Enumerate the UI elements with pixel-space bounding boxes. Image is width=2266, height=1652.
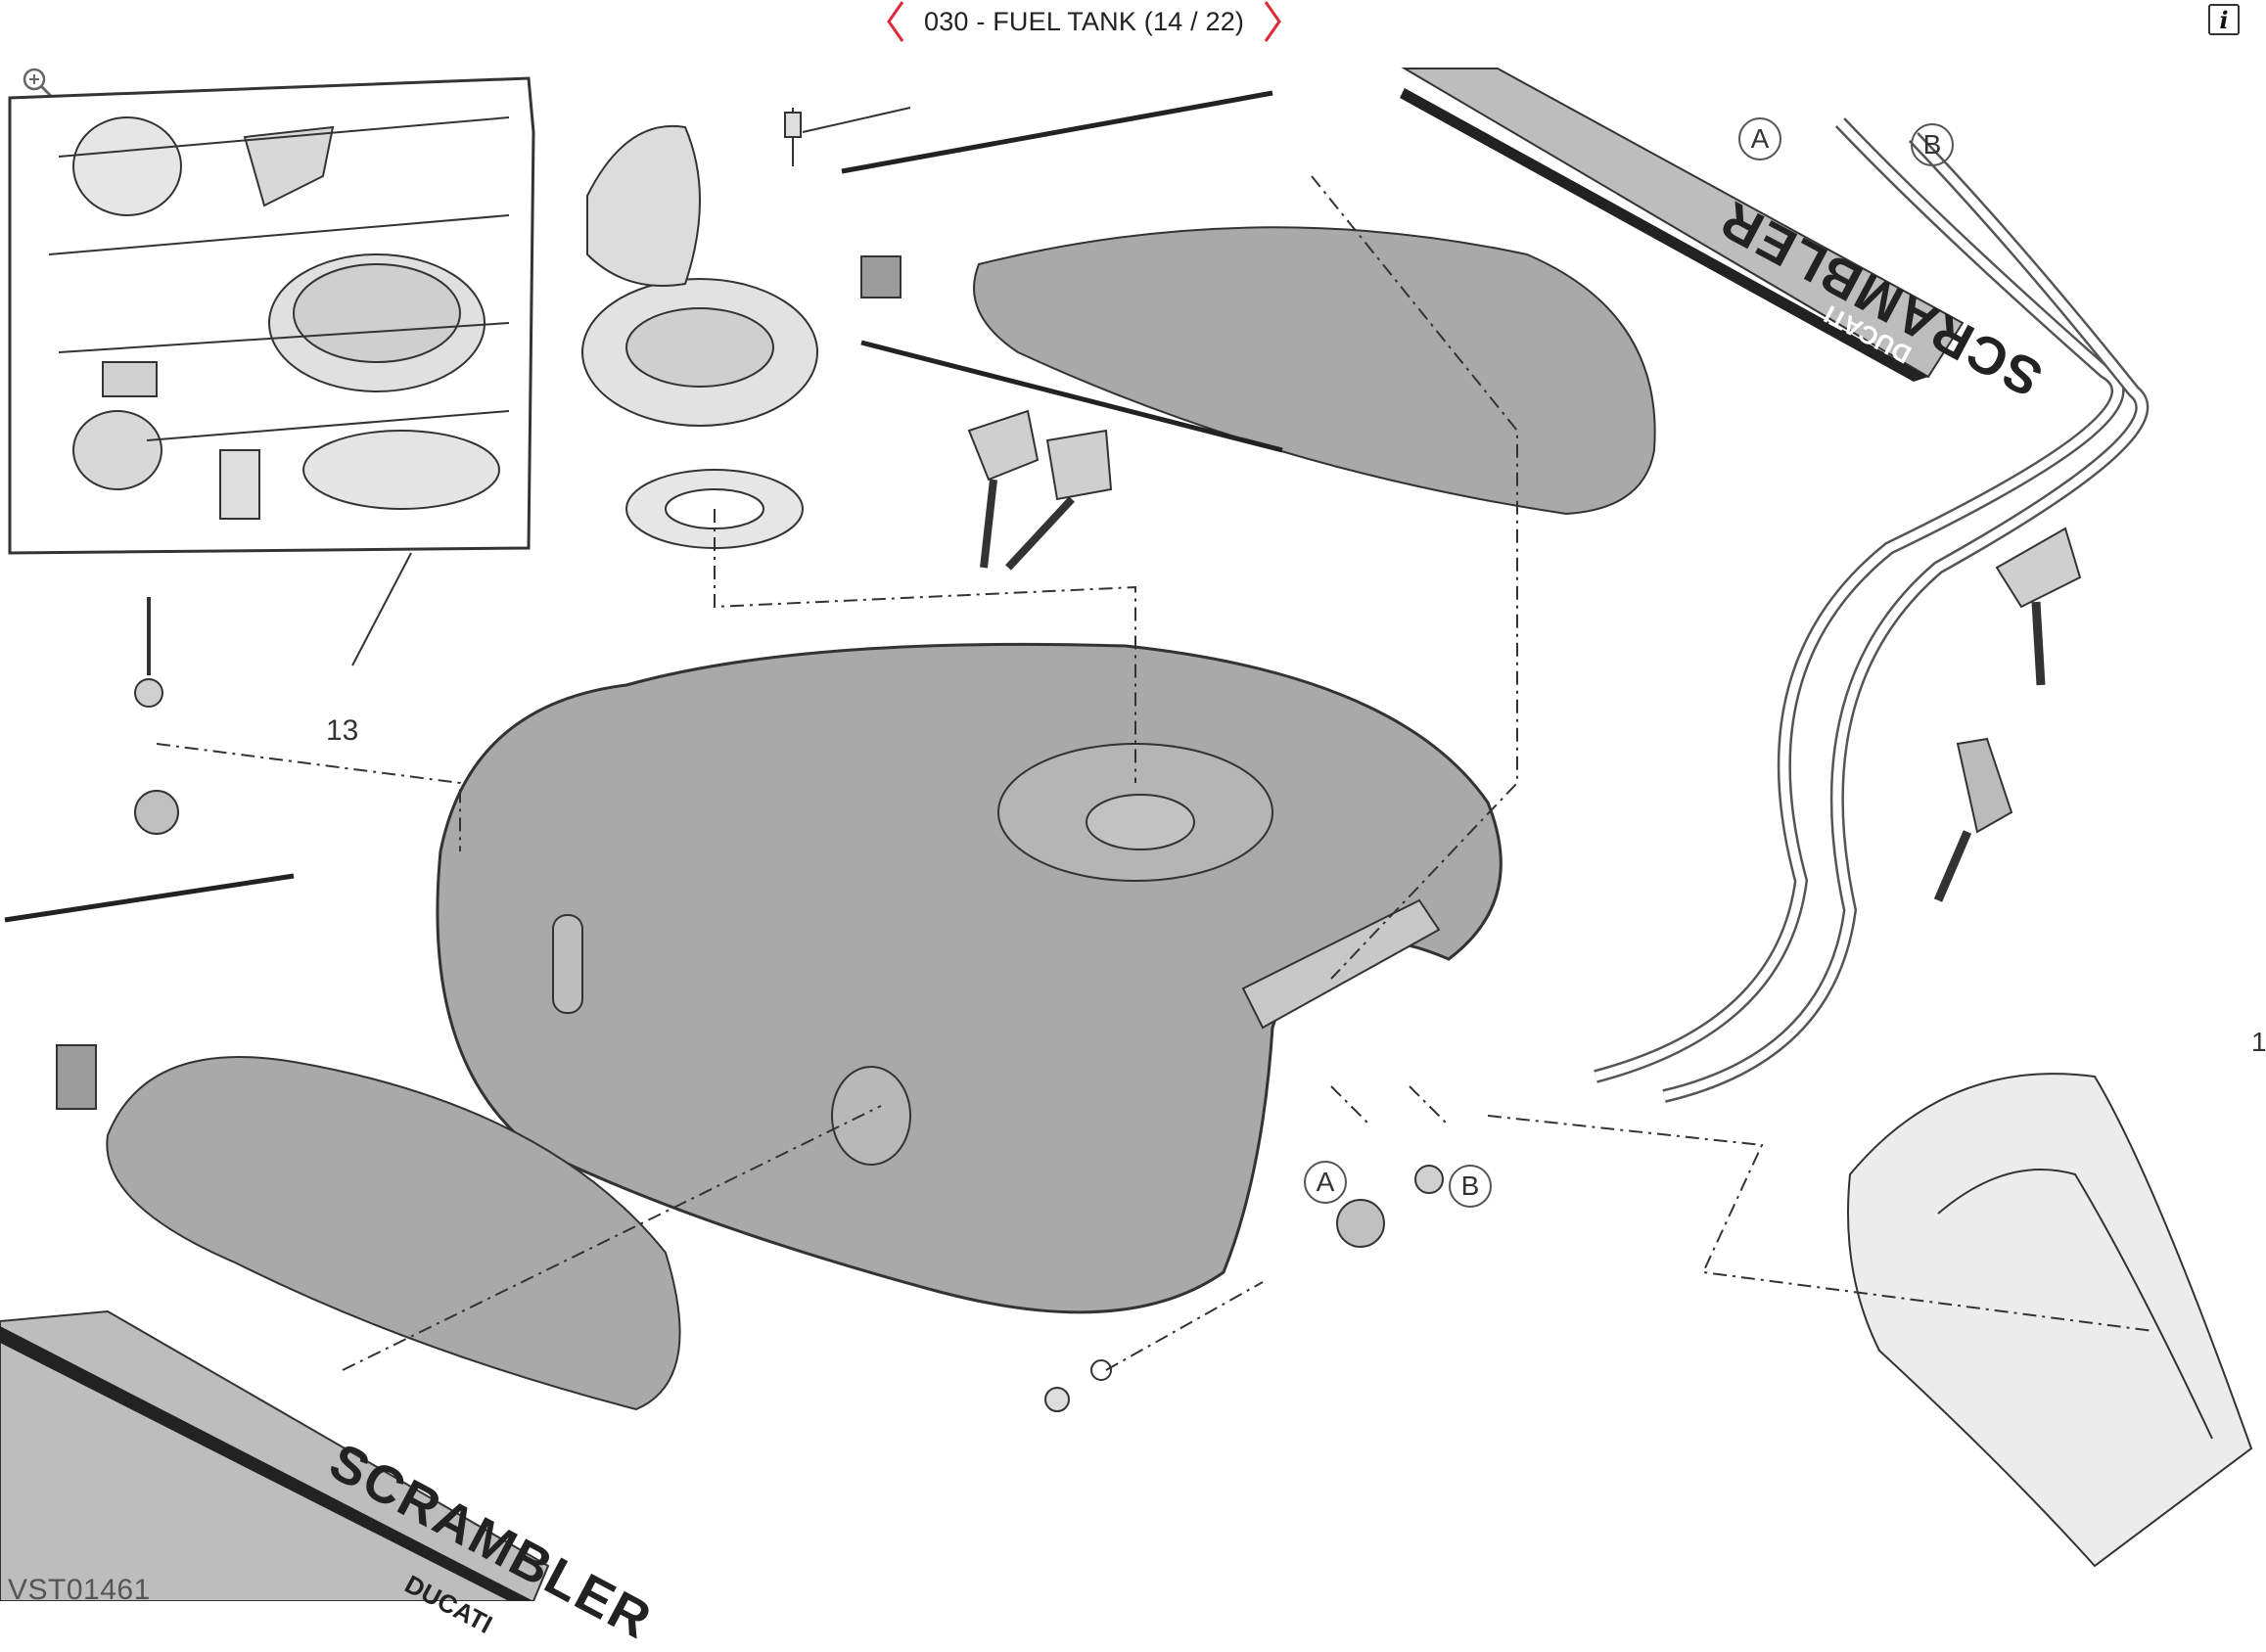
info-button[interactable]: i xyxy=(2208,4,2240,35)
callout-b-bottom[interactable]: B xyxy=(1449,1165,1492,1208)
info-icon: i xyxy=(2219,5,2229,34)
reflector-upper xyxy=(860,255,902,298)
callout-b-top[interactable]: B xyxy=(1911,123,1954,166)
side-panel-upper xyxy=(973,226,1656,516)
screw-bottom xyxy=(1044,1387,1070,1412)
tank-drain-plug xyxy=(831,1066,911,1166)
page-title: 030 - FUEL TANK (14 / 22) xyxy=(924,6,1245,36)
hose-b-inner xyxy=(1662,133,2147,1101)
spare-keys xyxy=(1933,527,2082,902)
callout-1[interactable]: 1 xyxy=(2251,1027,2266,1057)
rubber-mount xyxy=(134,790,179,835)
chevron-right-icon xyxy=(1264,1,1281,42)
side-panel-lower xyxy=(106,1056,681,1411)
tank-bracket xyxy=(1241,898,1441,1030)
spacer xyxy=(1414,1165,1444,1194)
washer-bottom xyxy=(1090,1359,1112,1381)
header-bar: 030 - FUEL TANK (14 / 22) i xyxy=(0,0,2266,43)
next-page-button[interactable] xyxy=(1258,0,1287,43)
diagram-drawing xyxy=(0,68,2253,1601)
decal-lower-left xyxy=(0,1309,550,1601)
figure-code: VST01461 xyxy=(8,1574,151,1606)
callout-13[interactable]: 13 xyxy=(326,714,359,747)
page-navigator: 030 - FUEL TANK (14 / 22) xyxy=(881,0,1287,43)
callout-a-top[interactable]: A xyxy=(1738,117,1781,161)
grommet xyxy=(1336,1199,1385,1248)
key-pair xyxy=(967,409,1113,571)
leader-13 xyxy=(351,552,412,666)
rear-cover xyxy=(1847,1073,2253,1568)
decal-upper-right xyxy=(1400,68,1965,382)
strip-lower xyxy=(4,873,295,923)
filler-cap-assembly xyxy=(581,107,911,549)
reflector-lower xyxy=(56,1044,97,1110)
strip-mid xyxy=(860,340,1283,453)
chevron-left-icon xyxy=(887,1,904,42)
exploded-parts-diagram: SCRAMBLER DUCATI SCRAMBLER DUCATI 13 A B… xyxy=(0,43,2266,1651)
prev-page-button[interactable] xyxy=(881,0,910,43)
washer xyxy=(134,678,163,708)
tank-side-slot xyxy=(552,914,583,1014)
strip-upper xyxy=(841,90,1273,174)
hose-a-inner xyxy=(1594,118,2123,1081)
inset-kit-box xyxy=(8,76,535,555)
callout-a-bottom[interactable]: A xyxy=(1304,1161,1347,1204)
